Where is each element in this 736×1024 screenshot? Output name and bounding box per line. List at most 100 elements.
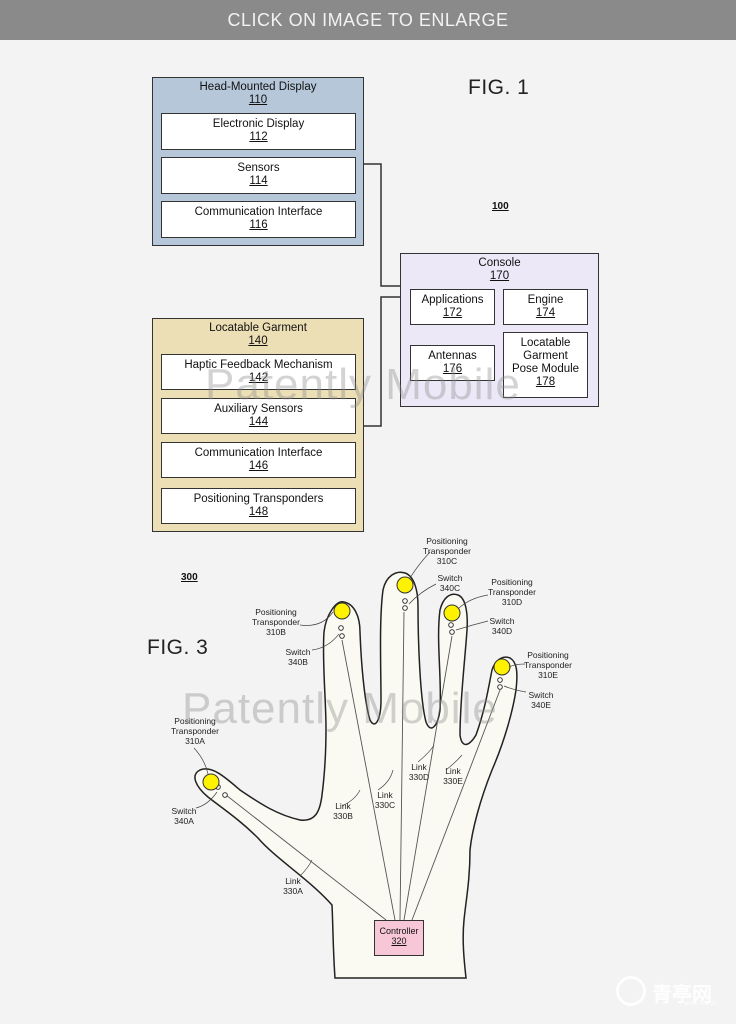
garment-number: 140 — [248, 335, 268, 347]
item-title: Communication Interface — [194, 447, 323, 459]
switch-label-340d: Switch 340D — [482, 616, 522, 636]
label-line: Switch — [489, 616, 515, 626]
logo-text: 青亭网 — [652, 984, 712, 1006]
leader-lines — [193, 551, 527, 877]
label-id: 330B — [333, 811, 353, 821]
link-label-330d: Link 330D — [404, 762, 434, 782]
label-line: Link — [411, 762, 427, 772]
item-number: 178 — [535, 376, 556, 388]
hand-outline — [194, 571, 518, 979]
label-line: Switch — [528, 690, 554, 700]
label-line: Link — [335, 801, 351, 811]
item-number: 174 — [535, 307, 556, 319]
item-title: Electronic Display — [212, 118, 305, 130]
switch-label-340a: Switch 340A — [164, 806, 204, 826]
label-line: Transponder — [423, 546, 471, 556]
label-line: Link — [285, 876, 301, 886]
label-line: Link — [377, 790, 393, 800]
label-line: Positioning — [527, 650, 569, 660]
hmd-title: Head-Mounted Display — [199, 81, 317, 93]
label-line: Transponder — [488, 587, 536, 597]
label-line: Transponder — [252, 617, 300, 627]
label-line: Transponder — [171, 726, 219, 736]
label-line: Positioning — [255, 607, 297, 617]
item-title: Applications — [421, 294, 484, 306]
item-title: Locatable Garment Pose Module — [511, 337, 580, 375]
switch-markers — [215, 598, 503, 798]
link-label-330b: Link 330B — [328, 801, 358, 821]
link-lines — [225, 611, 501, 921]
fig1-ref-number: 100 — [492, 201, 509, 212]
fig1-label: FIG. 1 — [468, 76, 530, 99]
switch-label-340e: Switch 340E — [521, 690, 561, 710]
item-title: Antennas — [428, 350, 477, 362]
link-label-330e: Link 330E — [438, 766, 468, 786]
switch-label-340c: Switch 340C — [430, 573, 470, 593]
fig3-ref-number: 300 — [181, 572, 198, 583]
label-id: 330A — [283, 886, 303, 896]
transponder-label-310b: Positioning Transponder 310B — [248, 607, 304, 637]
label-id: 330E — [443, 776, 463, 786]
hmd-number: 110 — [248, 94, 268, 106]
label-id: 340D — [491, 626, 513, 636]
item-number: 172 — [442, 307, 463, 319]
logo-circle-icon — [616, 976, 646, 1006]
label-id: 330D — [408, 772, 430, 782]
item-number: 148 — [248, 506, 269, 518]
label-line: Link — [445, 766, 461, 776]
item-number: 176 — [442, 363, 463, 375]
item-number: 146 — [248, 460, 269, 472]
controller-title: Controller — [379, 926, 419, 936]
item-title: Engine — [527, 294, 564, 306]
item-title: Auxiliary Sensors — [214, 403, 303, 415]
label-line: Switch — [285, 647, 311, 657]
label-line: Positioning — [174, 716, 216, 726]
transponder-label-310d: Positioning Transponder 310D — [482, 577, 542, 607]
label-line: Transponder — [524, 660, 572, 670]
console-title: Console — [478, 257, 521, 269]
item-title: Sensors — [237, 162, 280, 174]
label-id: 310C — [436, 556, 458, 566]
console-number: 170 — [489, 270, 510, 282]
label-id: 310E — [538, 670, 558, 680]
switch-label-340b: Switch 340B — [278, 647, 318, 667]
transponder-label-310c: Positioning Transponder 310C — [418, 536, 476, 566]
label-id: 340B — [288, 657, 308, 667]
garment-title: Locatable Garment — [209, 322, 307, 334]
label-id: 310D — [501, 597, 523, 607]
item-number: 114 — [249, 175, 268, 187]
controller-number: 320 — [391, 936, 407, 946]
label-line: Positioning — [491, 577, 533, 587]
link-label-330a: Link 330A — [278, 876, 308, 896]
transponder-dots — [202, 576, 511, 791]
label-id: 340C — [439, 583, 461, 593]
transponder-label-310e: Positioning Transponder 310E — [518, 650, 578, 680]
label-line: Switch — [171, 806, 197, 816]
fig3-label: FIG. 3 — [147, 636, 209, 659]
enlarge-banner[interactable]: CLICK ON IMAGE TO ENLARGE — [0, 0, 736, 40]
link-label-330c: Link 330C — [370, 790, 400, 810]
logo-sub: www.7tin.cn — [684, 1001, 717, 1007]
label-id: 310A — [185, 736, 205, 746]
item-title: Haptic Feedback Mechanism — [184, 359, 333, 371]
controller-box: Controller 320 — [374, 920, 424, 956]
label-id: 310B — [266, 627, 286, 637]
item-number: 116 — [249, 219, 268, 231]
site-watermark-logo: 青亭网 www.7tin.cn — [616, 974, 726, 1010]
item-number: 112 — [249, 131, 268, 143]
label-id: 340E — [531, 700, 551, 710]
label-line: Switch — [437, 573, 463, 583]
label-id: 340A — [174, 816, 194, 826]
